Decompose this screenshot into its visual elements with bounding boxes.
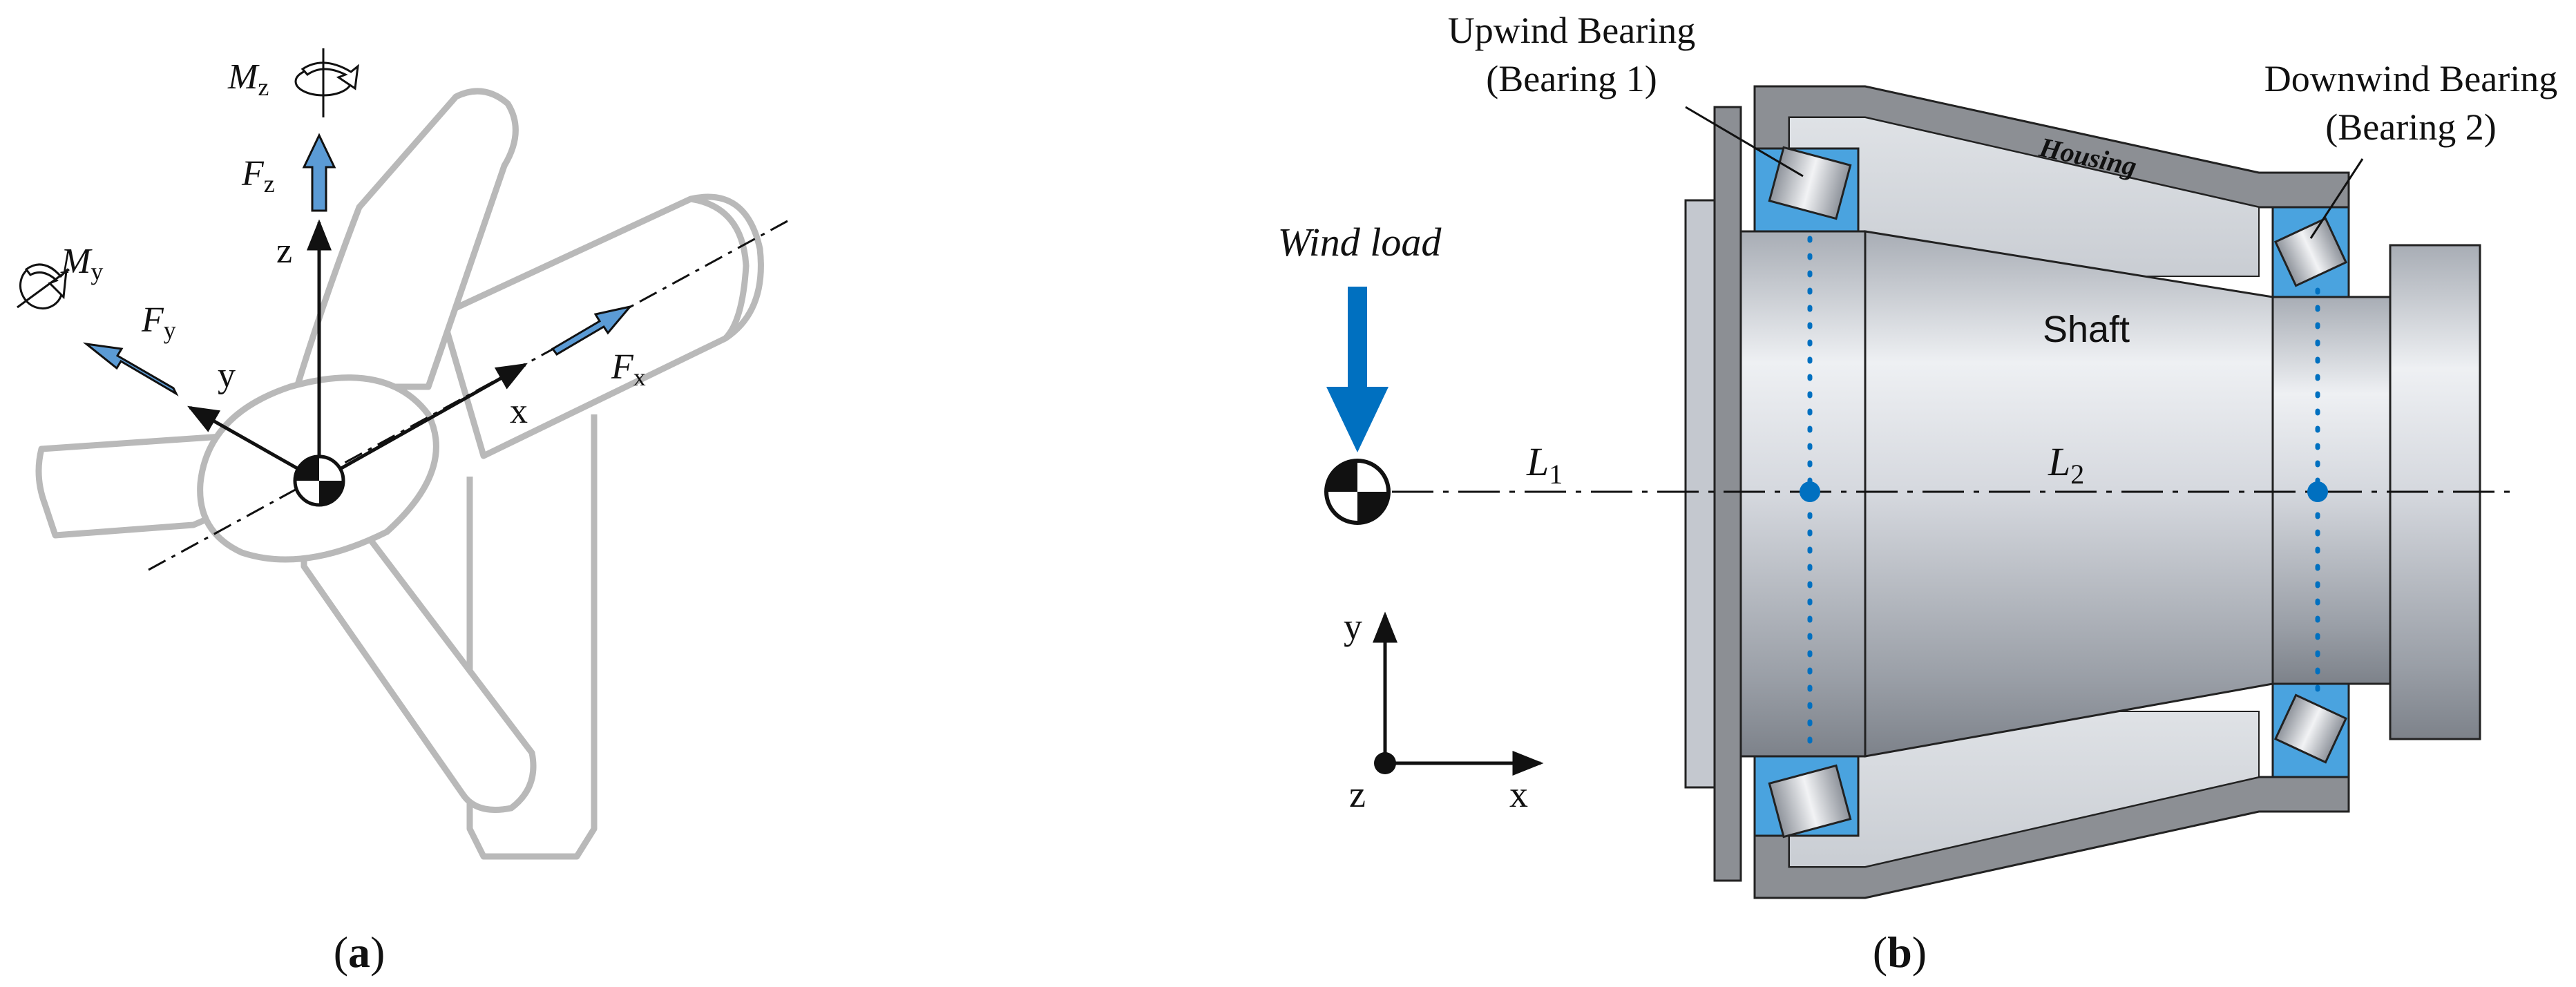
axis-z-dot [1374,752,1396,774]
upwind-leader-line [1685,106,1804,178]
housing-inner-bottom [1788,711,2260,868]
axis-x-label: x [1509,774,1528,815]
downwind-bearing-label-2: (Bearing 2) [2325,106,2496,148]
downwind-bearing-label-1: Downwind Bearing [2264,58,2557,99]
panel-a-caption: (a) [334,928,385,977]
center-of-gravity-icon [293,454,345,507]
label-moment-z: Mz [227,57,269,101]
label-force-x: Fx [611,347,646,391]
upwind-bearing-bottom [1753,755,1860,839]
wind-load-arrow [1326,287,1389,452]
axis-z-label: z [1349,774,1366,815]
flange-inner [1684,199,1716,789]
axis-x-arrow [318,363,528,483]
upwind-bearing-label-2: (Bearing 1) [1486,58,1657,99]
shaft-label: Shaft [2043,309,2130,350]
label-force-y: Fy [141,300,176,344]
label-axis-y: y [218,356,236,395]
shaft-right-segment [2271,296,2392,685]
upwind-bearing-label-1: Upwind Bearing [1448,10,1695,51]
panel-b-bearing-section: Upwind Bearing (Bearing 1) Downwind Bear… [1278,10,2558,977]
label-axis-x: x [510,392,528,431]
flange-outer [1713,106,1742,882]
length-l1-label: L1 [1526,439,1563,490]
shaft-left-segment [1739,230,1867,758]
upwind-bearing-top [1753,146,1860,233]
force-y-arrow [82,342,179,396]
label-force-z: Fz [241,154,275,198]
panel-b-caption: (b) [1873,928,1927,977]
bearing-2-center-dot [2307,481,2328,502]
wind-load-label: Wind load [1278,220,1442,265]
moment-y-curl-icon [17,263,70,310]
downwind-bearing-bottom [2271,682,2350,778]
force-z-arrow [302,133,336,212]
center-of-gravity-icon [1324,459,1391,525]
panel-a-turbine-rotor: Mz Fz z My Fy y Fx x (a) [17,48,788,977]
bearing-1-center-dot [1800,481,1820,502]
label-axis-z: z [276,231,292,271]
downwind-bearing-top [2271,206,2350,298]
label-moment-y: My [60,242,103,285]
force-x-arrow [551,305,633,356]
length-l2-label: L2 [2048,439,2084,490]
axis-y-label: y [1344,606,1362,647]
downwind-leader-line [2309,158,2364,239]
moment-z-curl-icon [294,48,359,117]
